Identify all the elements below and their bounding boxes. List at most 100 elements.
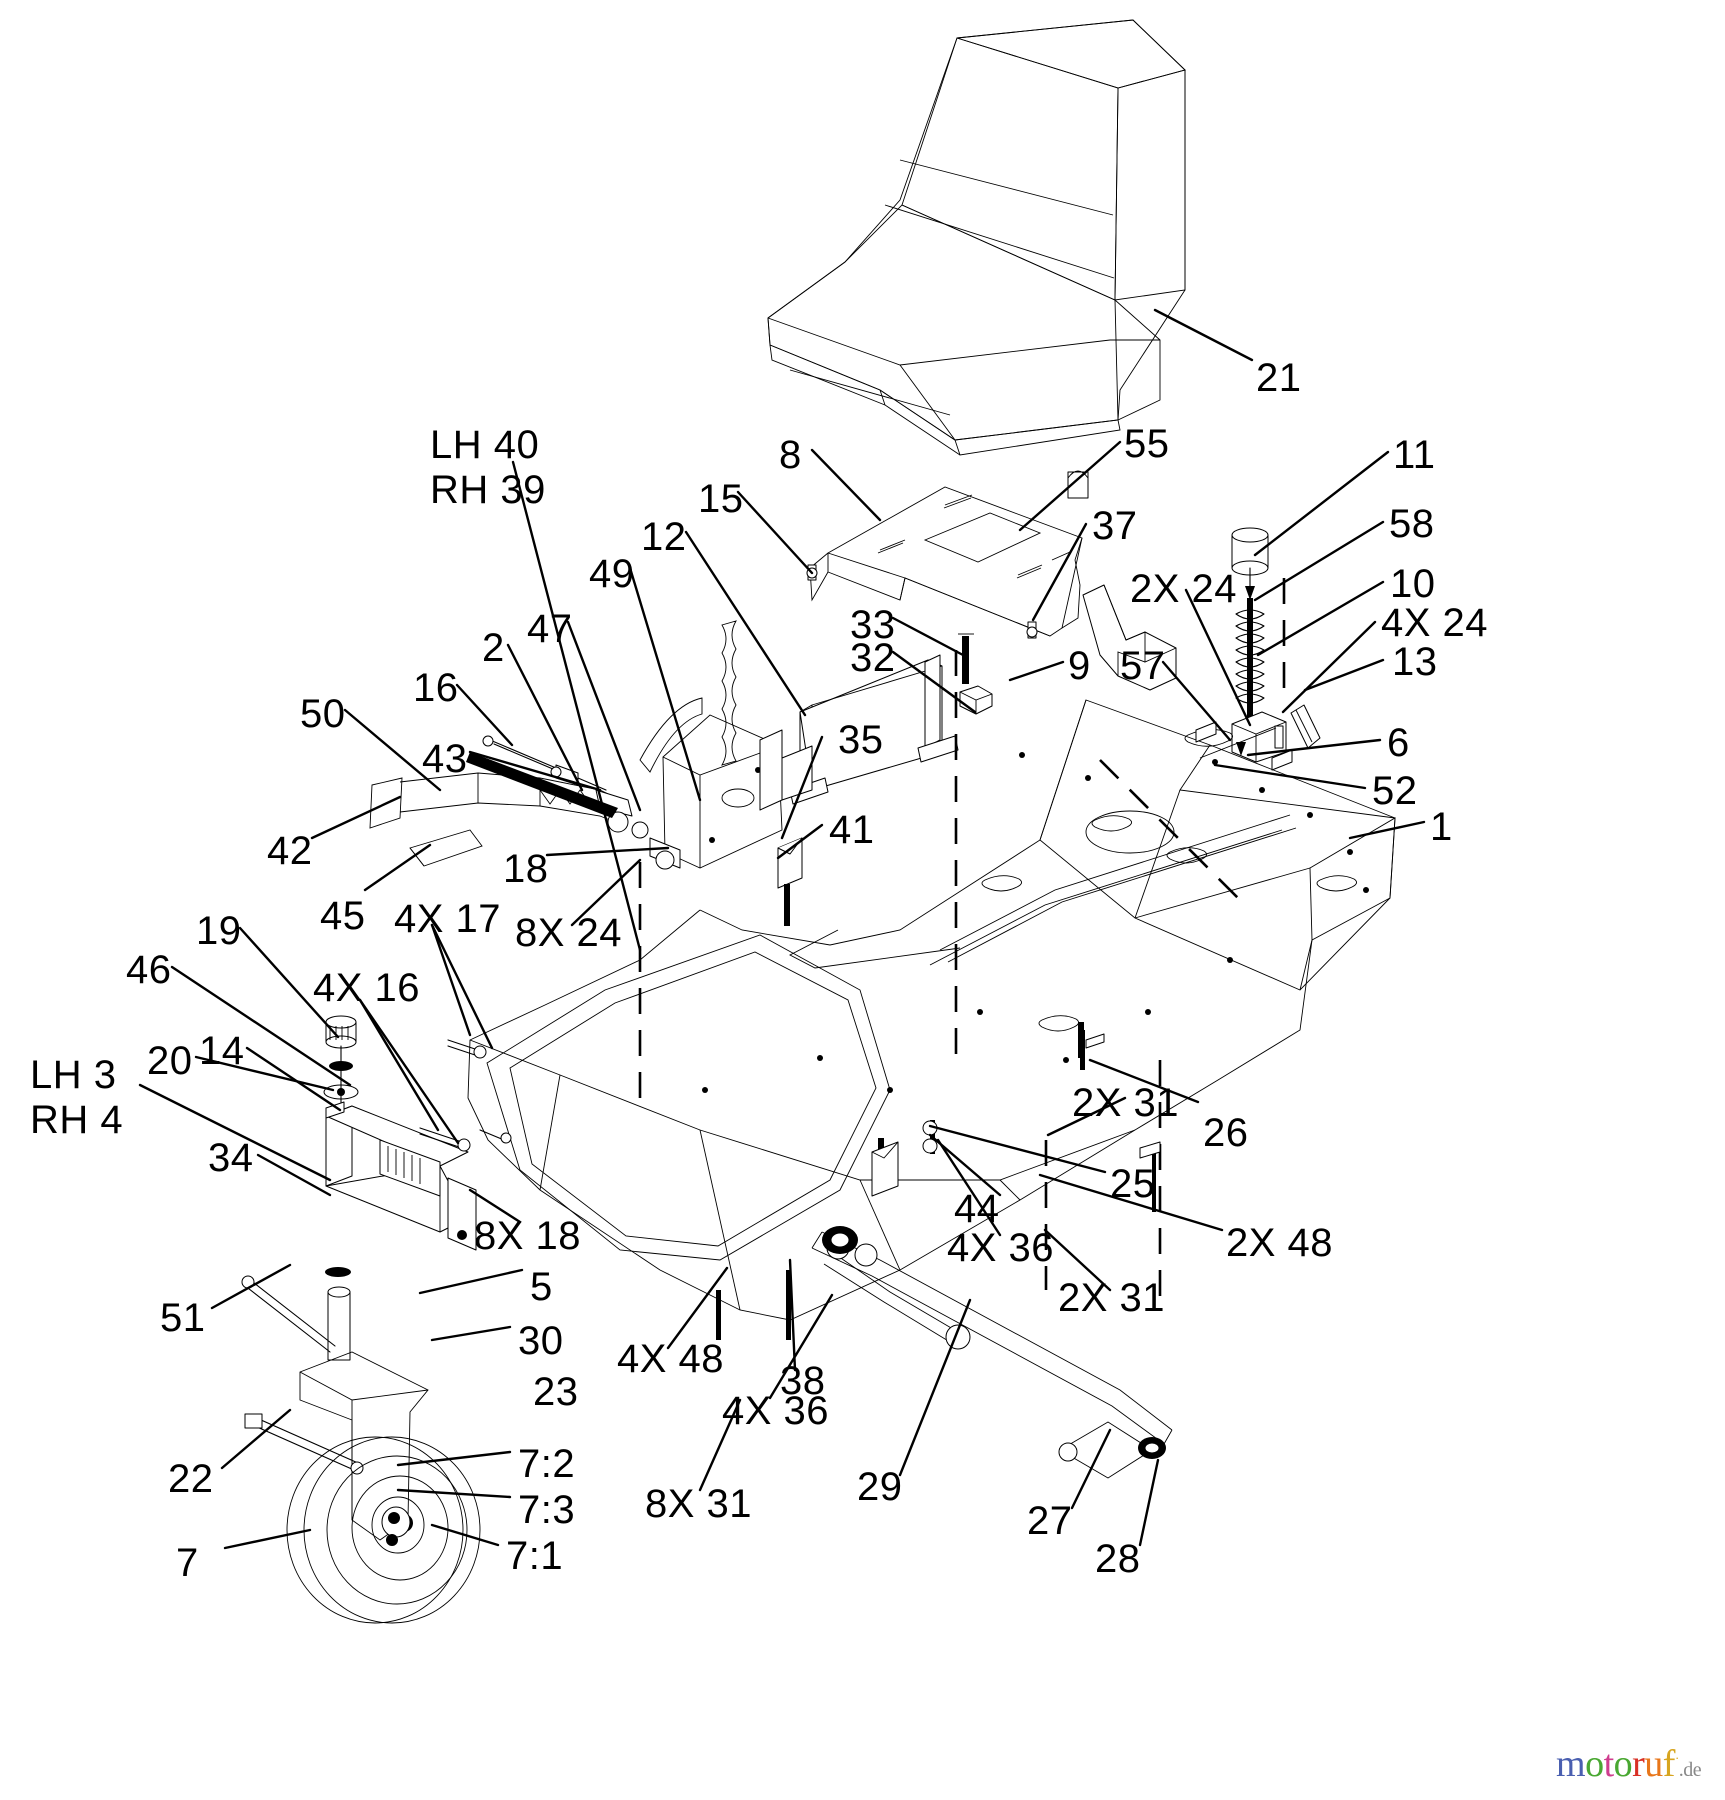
callout-27: 27 — [1027, 1499, 1073, 1543]
callout-25: 25 — [1110, 1162, 1156, 1206]
fasteners-group — [325, 470, 1293, 1340]
watermark-letter: t — [1603, 1743, 1615, 1785]
callout-45: 45 — [320, 894, 366, 938]
leader-line — [310, 795, 402, 840]
leader-line — [1348, 820, 1426, 840]
callout-4x-36: 4X 36 — [947, 1226, 1055, 1270]
leader-line — [1253, 520, 1385, 602]
watermark-letter: m — [1556, 1743, 1586, 1785]
callout-2x-48: 2X 48 — [1226, 1221, 1334, 1265]
motoruf-watermark: motoruf·.de — [1556, 1742, 1702, 1786]
seat-part-21 — [767, 19, 1186, 456]
leader-line — [506, 643, 584, 792]
leader-line — [1281, 620, 1377, 714]
callout-15: 15 — [698, 477, 744, 521]
leader-line — [1018, 440, 1122, 532]
leader-line — [430, 1523, 500, 1547]
callout-33: 33 — [850, 603, 896, 647]
caster-assembly — [241, 1015, 481, 1624]
callout-9: 9 — [1068, 644, 1091, 688]
leader-line — [210, 1263, 292, 1310]
leader-line — [1153, 308, 1254, 362]
leader-line — [468, 750, 602, 792]
leader-line — [891, 616, 965, 657]
leader-line — [220, 1408, 292, 1470]
leader-line — [936, 1138, 1002, 1237]
leader-line — [170, 965, 352, 1087]
callout-52: 52 — [1372, 769, 1418, 813]
callout-7-1: 7:1 — [506, 1534, 564, 1578]
callout-21: 21 — [1256, 356, 1302, 400]
callout-7-3: 7:3 — [518, 1488, 576, 1532]
callout-42: 42 — [267, 829, 313, 873]
callout-34: 34 — [208, 1136, 254, 1180]
leader-line — [780, 735, 824, 840]
callout-13: 13 — [1392, 640, 1438, 684]
callout-29: 29 — [857, 1465, 903, 1509]
leader-line — [810, 448, 882, 522]
leader-line — [343, 708, 442, 792]
main-frame-part-1 — [467, 699, 1396, 1321]
callout-16: 16 — [413, 666, 459, 710]
callout-11: 11 — [1393, 433, 1436, 477]
callout-18: 18 — [503, 847, 549, 891]
leader-line — [736, 490, 814, 575]
leader-line — [1038, 1173, 1224, 1232]
leader-line — [628, 566, 702, 802]
callout-lh-40-rh-39: LH 40 RH 39 — [430, 423, 546, 512]
callout-4x-24: 4X 24 — [1381, 601, 1489, 645]
leader-line — [1070, 1428, 1112, 1510]
leader-line — [396, 1488, 512, 1499]
callout-58: 58 — [1389, 502, 1435, 546]
leader-line — [430, 923, 472, 1037]
leader-line — [396, 1450, 512, 1467]
callout-20: 20 — [147, 1039, 193, 1083]
leader-line — [788, 1258, 797, 1372]
callout-4x-48: 4X 48 — [617, 1337, 725, 1381]
leader-line — [1088, 1058, 1200, 1104]
callout-2x-31: 2X 31 — [1058, 1276, 1166, 1320]
leader-line — [1161, 660, 1232, 742]
callout-2: 2 — [482, 626, 505, 670]
callout-6: 6 — [1387, 721, 1410, 765]
leader-line — [238, 926, 340, 1039]
leader-line — [363, 843, 432, 892]
callout-43: 43 — [422, 737, 468, 781]
callout-19: 19 — [196, 909, 242, 953]
leader-line — [928, 1124, 1107, 1174]
callout-44: 44 — [954, 1187, 1000, 1231]
watermark-suffix: .de — [1678, 1759, 1702, 1781]
leader-line — [1253, 450, 1390, 557]
callout-4x-16: 4X 16 — [313, 966, 421, 1010]
bracket-part-37 — [1082, 584, 1177, 691]
leader-line — [455, 683, 514, 747]
leader-line — [1138, 1458, 1160, 1547]
leader-line — [223, 1528, 312, 1550]
leader-line — [358, 998, 440, 1132]
watermark-letter: r — [1632, 1743, 1645, 1785]
leader-line — [545, 846, 670, 857]
leader-line — [194, 1055, 335, 1092]
callout-5: 5 — [530, 1265, 553, 1309]
callout-46: 46 — [126, 948, 172, 992]
leader-line — [256, 1153, 332, 1197]
leader-line — [430, 1325, 512, 1342]
leader-line — [511, 460, 642, 952]
callout-55: 55 — [1124, 422, 1170, 466]
callout-4x-36: 4X 36 — [722, 1389, 830, 1433]
callout-4x-17: 4X 17 — [394, 897, 502, 941]
callout-7-2: 7:2 — [518, 1442, 576, 1486]
callout-26: 26 — [1203, 1111, 1249, 1155]
leader-line — [245, 1046, 342, 1112]
leader-line — [698, 1398, 742, 1492]
callout-22: 22 — [168, 1457, 214, 1501]
callout-14: 14 — [199, 1029, 245, 1073]
leader-line — [891, 650, 977, 714]
leader-line — [418, 1268, 524, 1295]
callout-2x-31: 2X 31 — [1072, 1081, 1180, 1125]
callout-8x-24: 8X 24 — [515, 911, 623, 955]
fastener-part-9 — [1026, 621, 1038, 639]
callout-lh-3-rh-4: LH 3 RH 4 — [30, 1053, 124, 1142]
callout-50: 50 — [300, 692, 346, 736]
